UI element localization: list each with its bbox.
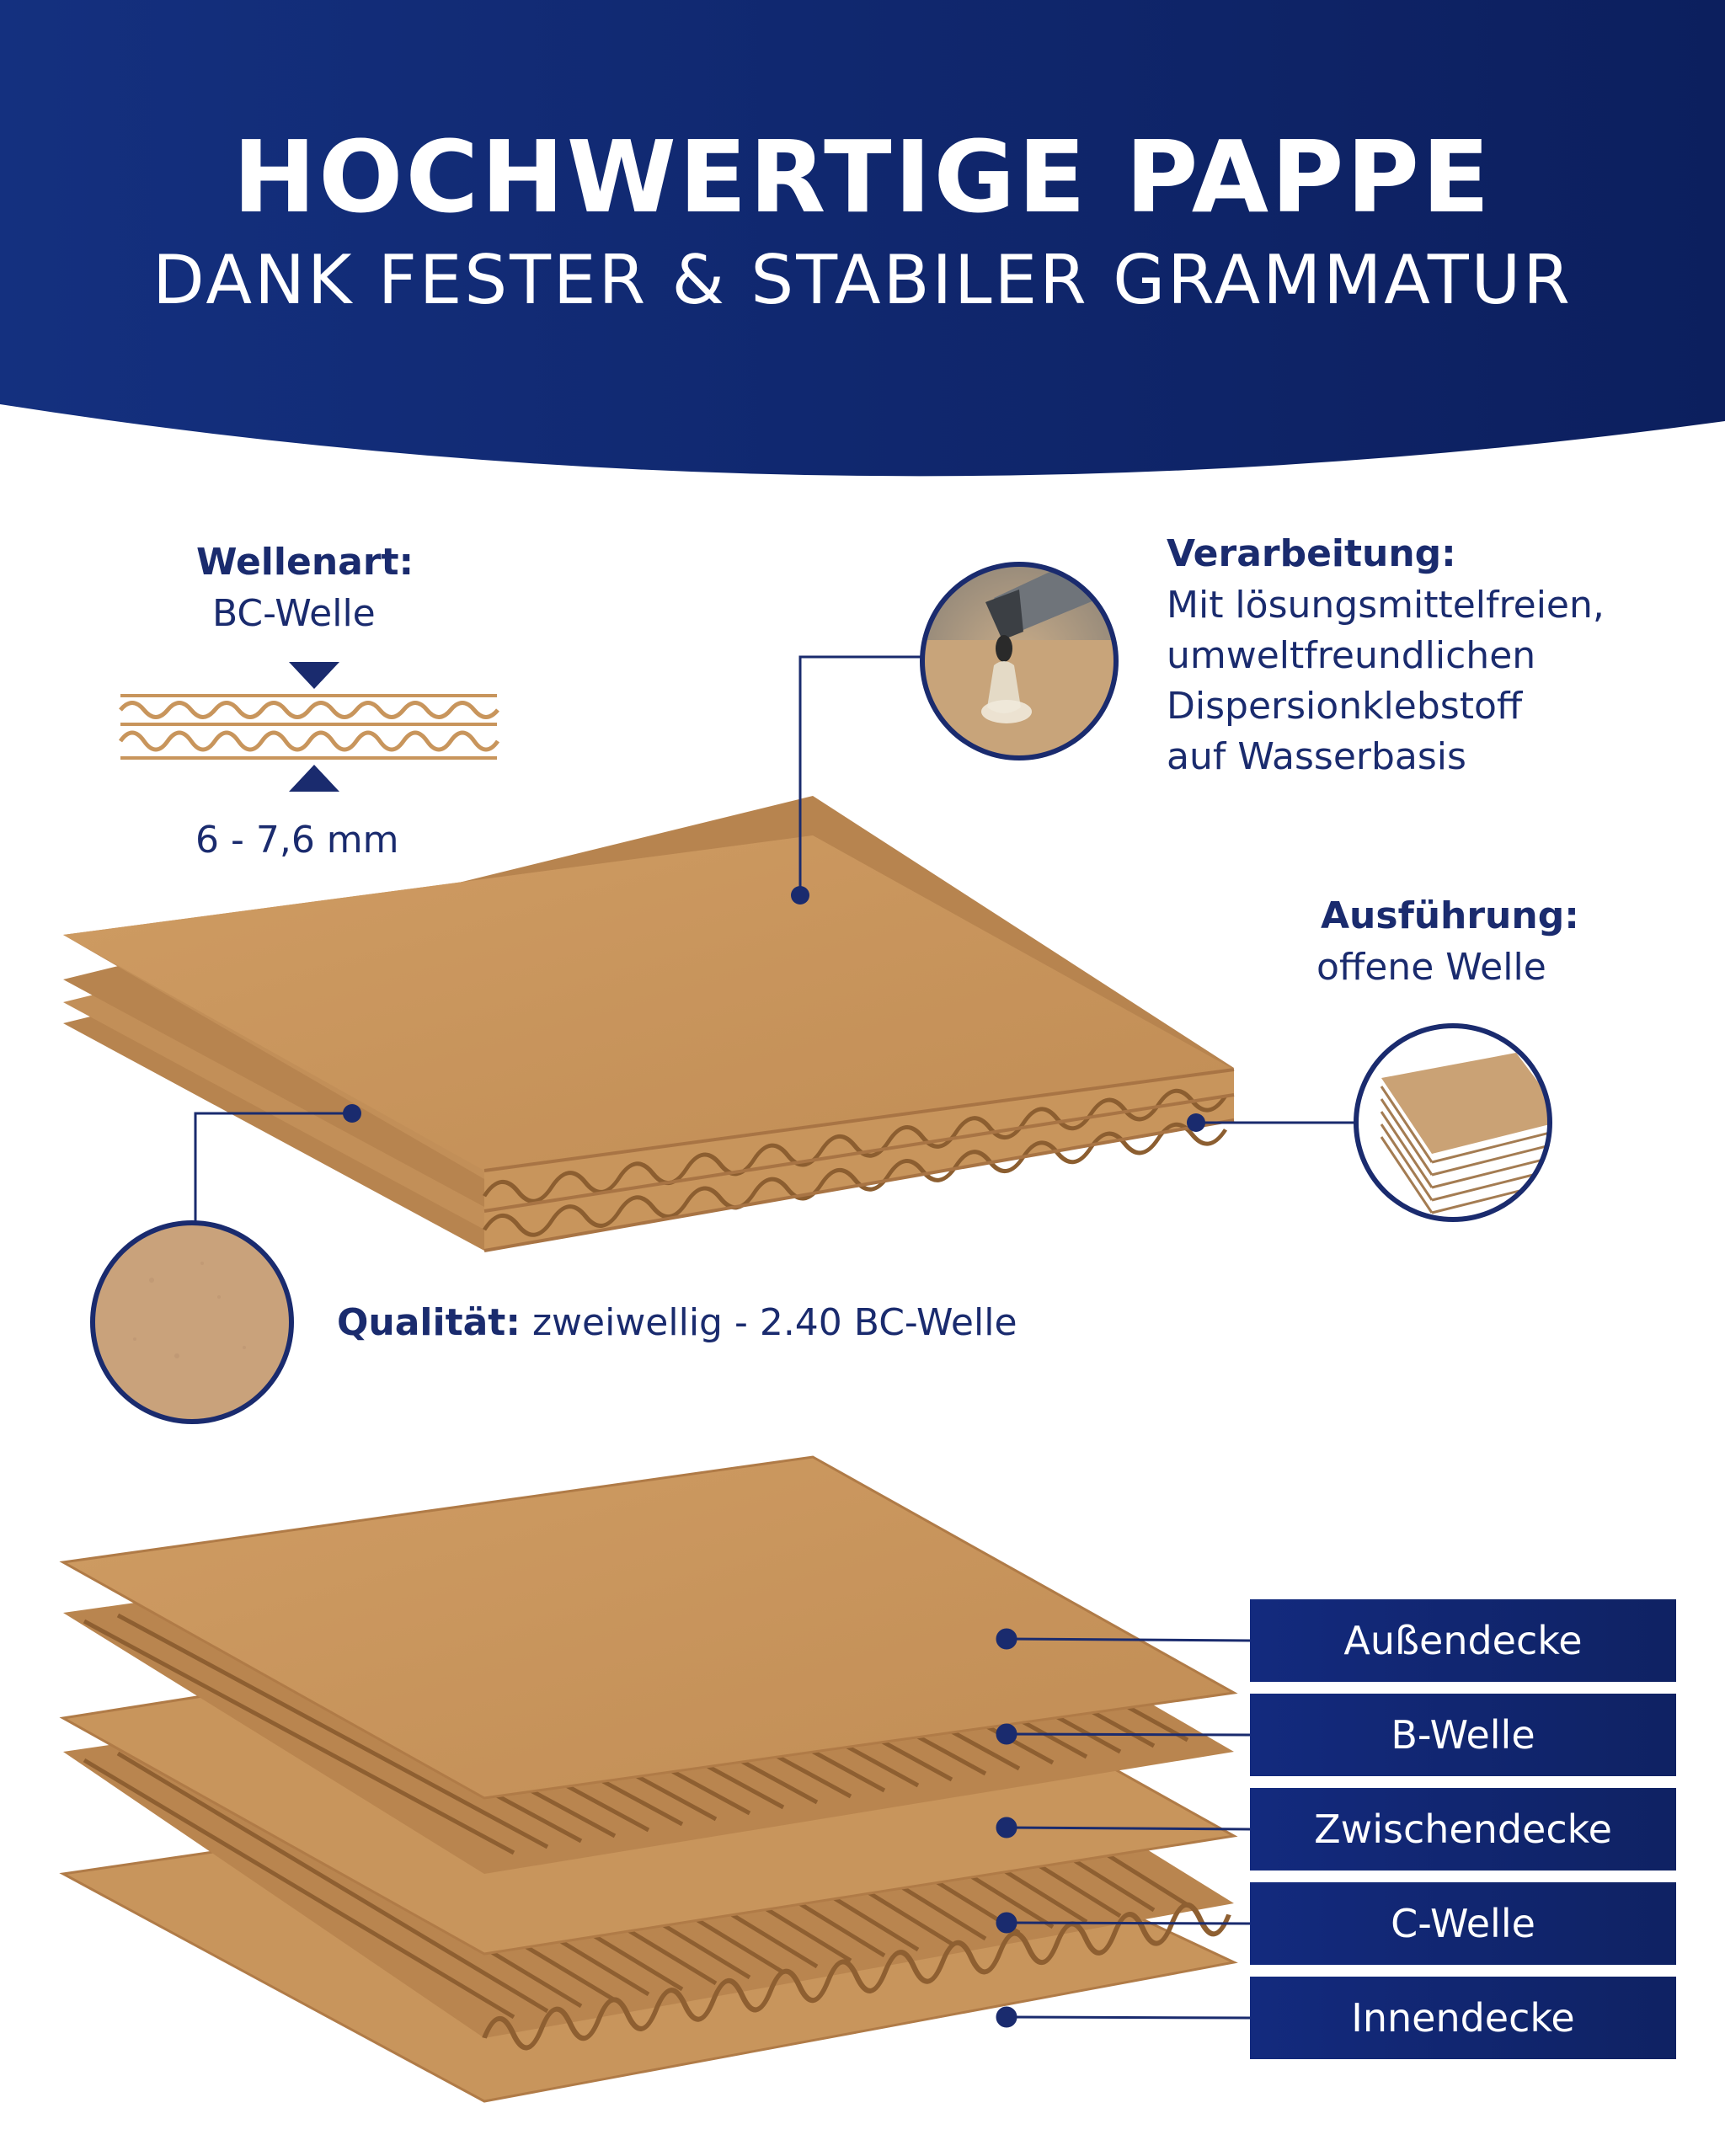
thickness-value: 6 - 7,6 mm xyxy=(195,819,399,862)
processing-line-4: auf Wasserbasis xyxy=(1167,735,1466,778)
wave-type-label: Wellenart: xyxy=(196,541,414,584)
marker-dot xyxy=(996,1723,1017,1745)
connector-quality xyxy=(194,1112,352,1223)
marker-dot xyxy=(996,1817,1017,1838)
paper-texture-image xyxy=(90,1220,294,1424)
layer-label-aussendecke: Außendecke xyxy=(1250,1599,1676,1682)
processing-line-1: Mit lösungsmittelfreien, xyxy=(1167,584,1605,627)
exploded-layers xyxy=(59,1455,1238,2103)
marker-dot xyxy=(343,1104,361,1123)
processing-line-2: umweltfreundlichen xyxy=(1167,634,1536,677)
page-subtitle: DANK FESTER & STABILER GRAMMATUR xyxy=(152,241,1573,319)
execution-label: Ausführung: xyxy=(1321,894,1579,937)
marker-dot xyxy=(996,1628,1017,1650)
cardboard-sheet-assembled xyxy=(63,796,1235,1252)
layer-label-c-welle: C-Welle xyxy=(1250,1882,1676,1965)
marker-dot xyxy=(1187,1113,1205,1132)
arrow-down-icon xyxy=(289,662,339,689)
stack-detail-image xyxy=(1354,1023,1552,1222)
layer-label-zwischendecke: Zwischendecke xyxy=(1250,1788,1676,1870)
processing-label: Verarbeitung: xyxy=(1167,532,1456,575)
arrow-up-icon xyxy=(289,765,339,792)
wave-cross-section-icon xyxy=(118,662,500,792)
layer-aussendecke xyxy=(59,1455,1238,1800)
glue-detail-image xyxy=(920,562,1119,760)
marker-dot xyxy=(996,2006,1017,2028)
execution-value: offene Welle xyxy=(1316,946,1546,989)
marker-dot xyxy=(791,886,809,905)
layer-label-innendecke: Innendecke xyxy=(1250,1977,1676,2059)
layer-label-b-welle: B-Welle xyxy=(1250,1694,1676,1776)
connector-processing xyxy=(798,655,922,895)
page-title: HOCHWERTIGE PAPPE xyxy=(232,119,1493,235)
quality-label: Qualität: xyxy=(337,1301,521,1344)
marker-dot xyxy=(996,1912,1017,1934)
quality-value: zweiwellig - 2.40 BC-Welle xyxy=(531,1301,1017,1344)
wave-type-value: BC-Welle xyxy=(212,592,376,635)
quality-line: Qualität: zweiwellig - 2.40 BC-Welle xyxy=(337,1301,1017,1346)
header-band xyxy=(0,0,1725,477)
processing-line-3: Dispersionklebstoff xyxy=(1167,685,1523,728)
